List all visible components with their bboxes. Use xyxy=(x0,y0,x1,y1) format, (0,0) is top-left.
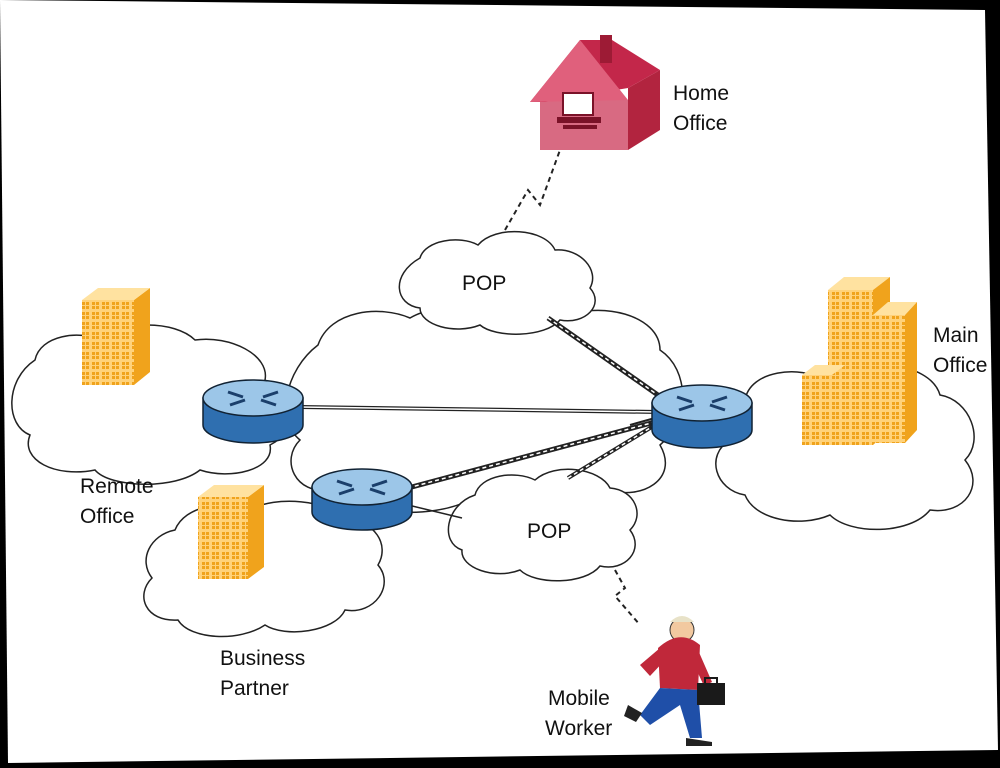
svg-text:Partner: Partner xyxy=(220,677,289,700)
remote-office-label: Remote Office xyxy=(80,475,154,528)
pop-bottom-cloud xyxy=(447,468,638,582)
router-icon xyxy=(311,468,413,531)
building-icon xyxy=(198,485,264,579)
building-icon xyxy=(82,288,150,385)
business-partner-label: Business Partner xyxy=(220,647,305,700)
connection-lines xyxy=(299,149,667,626)
pop-top-label: POP xyxy=(462,272,506,295)
router-icon xyxy=(651,384,753,449)
svg-text:Home: Home xyxy=(673,82,729,105)
svg-text:Main: Main xyxy=(933,324,979,347)
router-icon xyxy=(202,379,304,444)
pop-bottom-label: POP xyxy=(527,520,571,543)
svg-text:Remote: Remote xyxy=(80,475,154,498)
svg-text:Office: Office xyxy=(673,112,727,135)
pop-top-cloud xyxy=(398,230,596,335)
briefcase-icon xyxy=(697,677,725,705)
building-icon xyxy=(802,277,917,445)
svg-text:Mobile: Mobile xyxy=(548,687,610,710)
svg-text:Business: Business xyxy=(220,647,305,670)
svg-text:Worker: Worker xyxy=(545,717,612,740)
house-icon xyxy=(530,35,660,150)
main-office-label: Main Office xyxy=(933,324,987,377)
svg-text:Office: Office xyxy=(80,505,134,528)
svg-text:Office: Office xyxy=(933,354,987,377)
home-office-label: Home Office xyxy=(673,82,729,135)
mobile-worker-label: Mobile Worker xyxy=(545,687,612,740)
